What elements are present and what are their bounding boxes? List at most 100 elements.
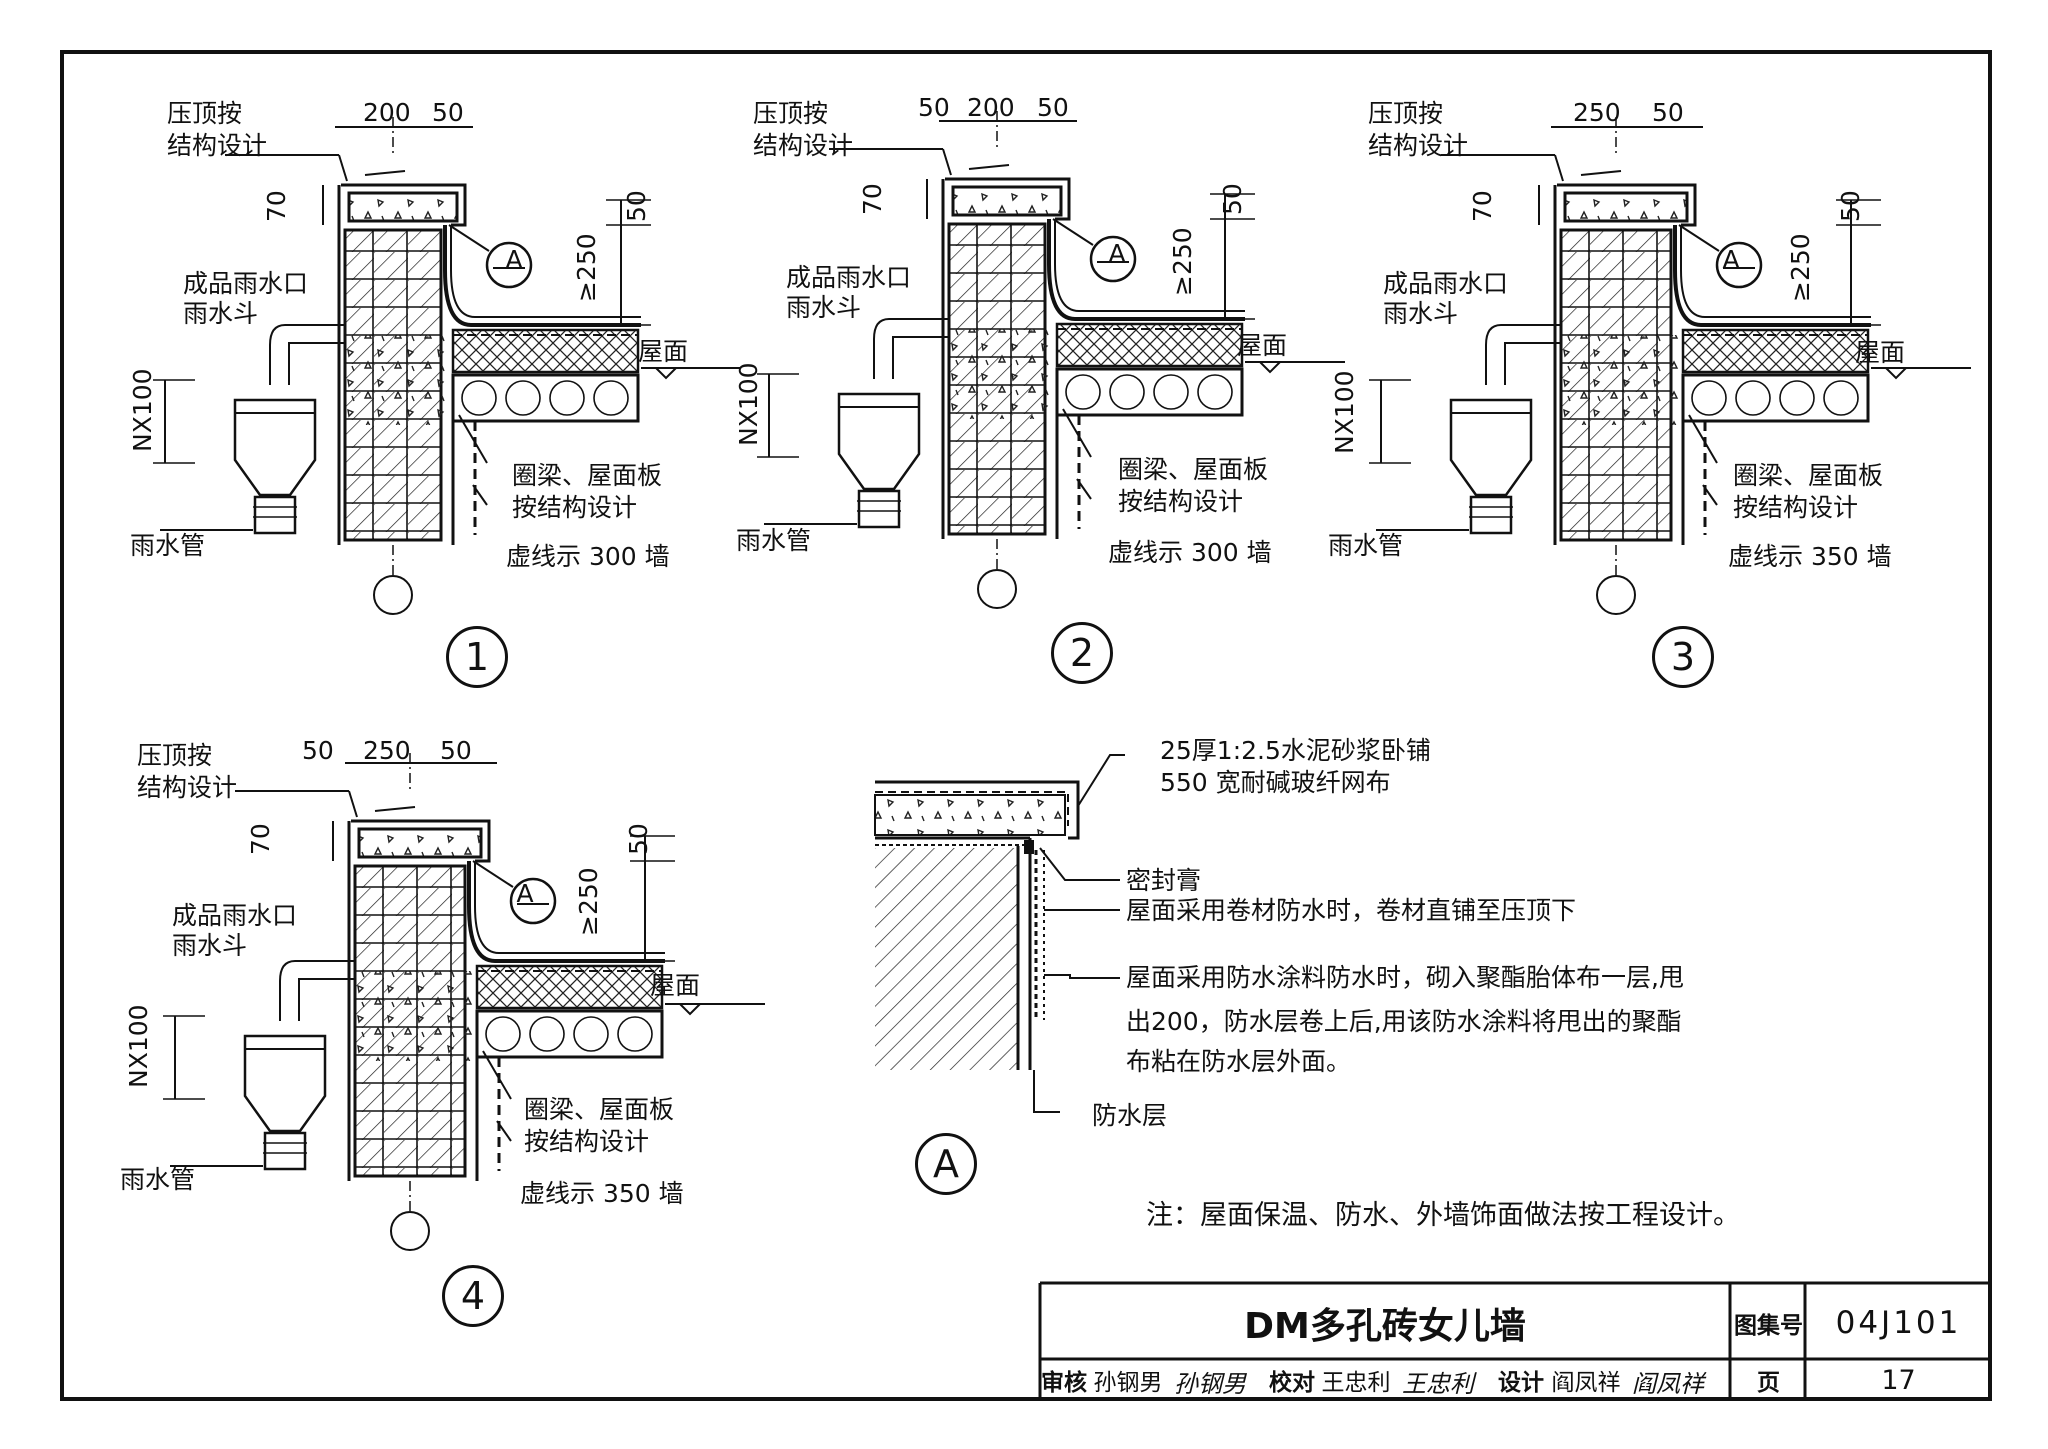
outlet-label-line2: 雨水斗: [786, 293, 862, 322]
detail-ref-circle: [1089, 235, 1137, 283]
downpipe: [1469, 495, 1513, 535]
outlet-label-line2: 雨水斗: [183, 299, 259, 328]
dim-50: 50: [1836, 190, 1865, 222]
dim-50: 50: [624, 823, 653, 855]
outlet-label-line1: 成品雨水口: [183, 269, 309, 298]
dim-50: 50: [1218, 183, 1247, 215]
roof-label: 屋面: [1855, 338, 1906, 367]
coping: [351, 819, 491, 863]
outlet-label-line1: 成品雨水口: [786, 263, 912, 292]
dim-250: ≥250: [574, 867, 603, 936]
detail-a-note-mesh: 550 宽耐碱玻纤网布: [1160, 768, 1391, 797]
outlet-label-line2: 雨水斗: [172, 931, 248, 960]
outlet-label-line2: 雨水斗: [1383, 299, 1459, 328]
dim-250: ≥250: [1786, 233, 1815, 302]
coping-note-line1: 压顶按: [753, 99, 829, 128]
page-label: 页: [1757, 1370, 1780, 1396]
detail-a-note-waterproof: 防水层: [1092, 1101, 1168, 1130]
dim-70: 70: [858, 183, 887, 215]
ring-beam: [345, 335, 451, 425]
downpipe: [857, 489, 901, 529]
leader-line: [1688, 414, 1718, 464]
pipe-label: 雨水管: [130, 531, 206, 560]
wall-label: 虚线示 350 墙: [1728, 542, 1892, 571]
dim-top-b: 50: [1652, 98, 1684, 127]
detail-a-note-sealant: 密封膏: [1126, 866, 1202, 895]
insulation-layer: [1055, 322, 1244, 368]
dim-nx100: NX100: [734, 362, 763, 446]
coping-note-line2: 结构设计: [137, 773, 238, 802]
coping-note-line2: 结构设计: [1368, 131, 1469, 160]
rain-hopper: [837, 392, 921, 491]
axis-bubble: [373, 575, 413, 615]
detail-a-drawing: [874, 754, 1125, 1113]
insulation-layer: [451, 328, 640, 374]
footnote: 注：屋面保温、防水、外墙饰面做法按工程设计。: [1146, 1200, 1740, 1231]
dim-top-b: 200: [967, 93, 1015, 122]
detail-a-note-coating-1: 屋面采用防水涂料防水时，砌入聚酯胎体布一层,甩: [1126, 963, 1684, 992]
dim-top-a: 50: [302, 736, 334, 765]
roof-label: 屋面: [1237, 331, 1288, 360]
detail-number: 2: [1051, 622, 1113, 684]
dim-nx100: NX100: [1330, 370, 1359, 454]
detail-a-note-coating-3: 布粘在防水层外面。: [1126, 1047, 1352, 1076]
pipe-label: 雨水管: [736, 526, 812, 555]
coping-slab: [347, 191, 459, 223]
drawing-title: DM多孔砖女儿墙: [1244, 1305, 1526, 1347]
beam-label-line2: 按结构设计: [512, 493, 638, 522]
axis-bubble: [390, 1211, 430, 1251]
rain-hopper: [1449, 398, 1533, 497]
detail-ref-circle: [485, 241, 533, 289]
leader-line: [458, 414, 488, 464]
wall-label: 虚线示 300 墙: [1108, 538, 1272, 567]
dim-top-a: 250: [1573, 98, 1621, 127]
wall-label: 虚线示 350 墙: [520, 1179, 684, 1208]
roof-slab: [1681, 373, 1870, 423]
detail-section-4: [163, 753, 765, 1251]
dim-top-b: 50: [432, 98, 464, 127]
title-block-lines: [1038, 1281, 1990, 1399]
detail-a-number: A: [915, 1133, 977, 1195]
coping-note-line1: 压顶按: [1368, 99, 1444, 128]
beam-label-line2: 按结构设计: [524, 1127, 650, 1156]
designer-name: 阎凤祥: [1551, 1370, 1621, 1396]
coping-slab: [357, 827, 483, 859]
beam-label-line1: 圈梁、屋面板: [1118, 455, 1269, 484]
outlet-label-line1: 成品雨水口: [1383, 269, 1509, 298]
roof-label: 屋面: [650, 971, 701, 1000]
leader-line: [1062, 408, 1092, 458]
insulation-layer: [1681, 328, 1870, 374]
roof-label: 屋面: [638, 337, 689, 366]
downpipe: [253, 495, 297, 535]
coping: [945, 177, 1071, 221]
detail-section-2: [757, 111, 1345, 609]
outlet-label-line1: 成品雨水口: [172, 901, 298, 930]
design-label: 设计: [1498, 1370, 1544, 1396]
ring-beam: [949, 329, 1055, 419]
dim-50: 50: [622, 190, 651, 222]
checker-name: 王忠利: [1321, 1370, 1391, 1396]
leader-line: [482, 1050, 512, 1100]
coping: [1557, 183, 1697, 227]
detail-a-note-mortar: 25厚1:2.5水泥砂浆卧铺: [1160, 736, 1431, 765]
detail-a-note-coating-2: 出200，防水层卷上后,用该防水涂料将甩出的聚酯: [1126, 1007, 1682, 1036]
axis-bubble: [1596, 575, 1636, 615]
coping-note-line1: 压顶按: [137, 741, 213, 770]
roof-slab: [1055, 367, 1244, 417]
pipe-label: 雨水管: [120, 1165, 196, 1194]
insulation-layer: [475, 964, 664, 1010]
detail-ref-a: A: [1722, 245, 1740, 274]
dim-nx100: NX100: [128, 368, 157, 452]
flashing: [467, 861, 665, 963]
downpipe: [263, 1131, 307, 1171]
coping-note-line2: 结构设计: [753, 131, 854, 160]
dim-70: 70: [246, 823, 275, 855]
ring-beam: [355, 971, 475, 1061]
page-number: 17: [1881, 1364, 1916, 1396]
reviewer-name: 孙钢男: [1093, 1370, 1163, 1396]
dim-top-a: 50: [918, 93, 950, 122]
detail-number: 4: [442, 1265, 504, 1327]
beam-label-line1: 圈梁、屋面板: [1733, 461, 1884, 490]
detail-a-note-membrane: 屋面采用卷材防水时，卷材直铺至压顶下: [1126, 896, 1577, 925]
detail-number: 3: [1652, 626, 1714, 688]
